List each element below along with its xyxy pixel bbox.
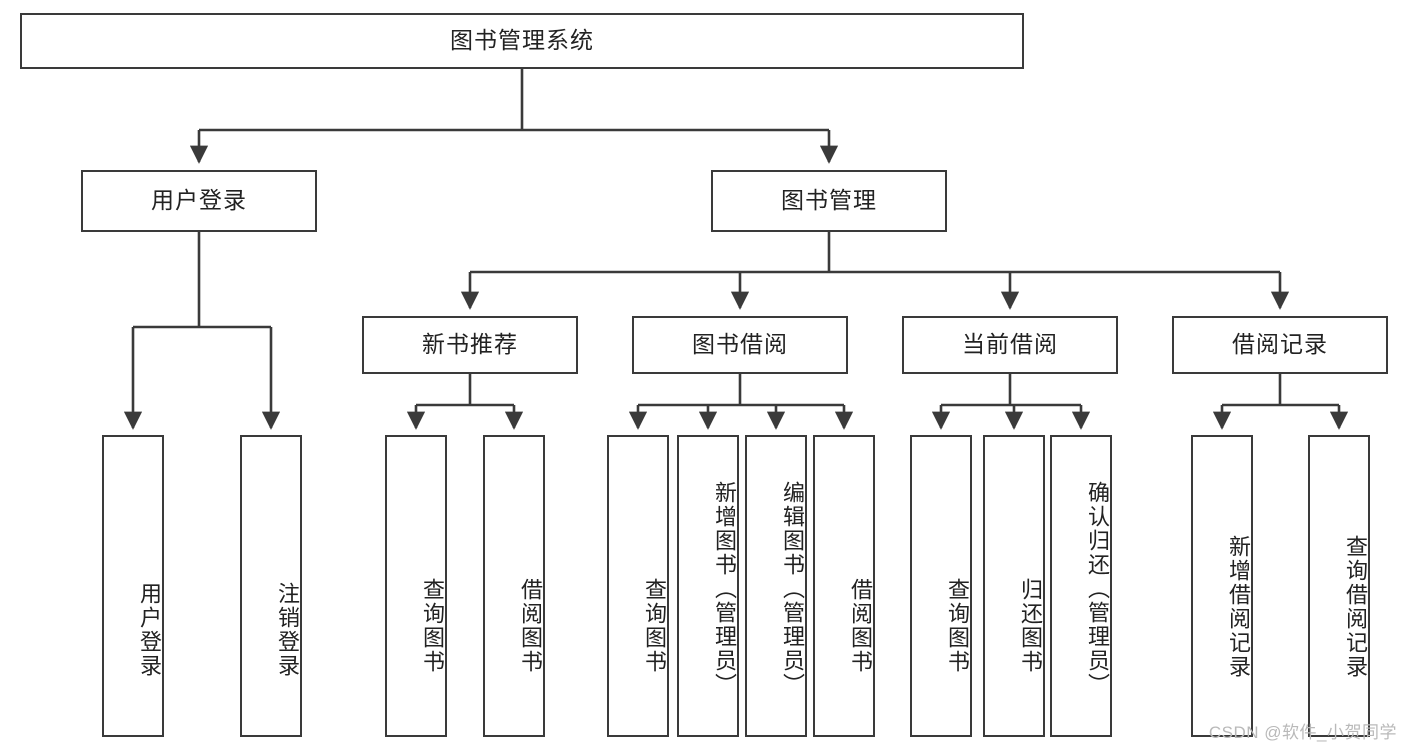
leaf-add-borrow-record-label: 新增借阅记录 xyxy=(1226,535,1251,679)
leaf-add-book-label: 新增图书（管理员） xyxy=(712,481,737,697)
leaf-borrow-book-new-label: 借阅图书 xyxy=(518,578,543,674)
leaf-return-book-label: 归还图书 xyxy=(1018,578,1043,674)
node-current-borrow[interactable]: 当前借阅 xyxy=(902,316,1118,374)
leaf-return-book[interactable]: 归还图书 xyxy=(983,435,1045,737)
node-new-book-recommend-label: 新书推荐 xyxy=(422,331,518,358)
node-book-manage[interactable]: 图书管理 xyxy=(711,170,947,232)
node-root[interactable]: 图书管理系统 xyxy=(20,13,1024,69)
leaf-logout-label: 注销登录 xyxy=(275,582,300,678)
leaf-logout[interactable]: 注销登录 xyxy=(240,435,302,737)
leaf-confirm-return-label: 确认归还（管理员） xyxy=(1085,481,1110,697)
node-book-borrow-label: 图书借阅 xyxy=(692,331,788,358)
node-current-borrow-label: 当前借阅 xyxy=(962,331,1058,358)
leaf-add-borrow-record[interactable]: 新增借阅记录 xyxy=(1191,435,1253,737)
leaf-query-book-new-label: 查询图书 xyxy=(420,578,445,674)
leaf-query-borrow-record-label: 查询借阅记录 xyxy=(1343,535,1368,679)
node-user-login-label: 用户登录 xyxy=(151,187,247,214)
node-root-label: 图书管理系统 xyxy=(450,27,594,54)
node-borrow-record[interactable]: 借阅记录 xyxy=(1172,316,1388,374)
leaf-query-book-current-label: 查询图书 xyxy=(945,578,970,674)
node-user-login[interactable]: 用户登录 xyxy=(81,170,317,232)
leaf-add-book[interactable]: 新增图书（管理员） xyxy=(677,435,739,737)
leaf-confirm-return[interactable]: 确认归还（管理员） xyxy=(1050,435,1112,737)
leaf-edit-book-label: 编辑图书（管理员） xyxy=(780,481,805,697)
leaf-query-book-current[interactable]: 查询图书 xyxy=(910,435,972,737)
node-book-borrow[interactable]: 图书借阅 xyxy=(632,316,848,374)
leaf-user-login[interactable]: 用户登录 xyxy=(102,435,164,737)
leaf-borrow-book[interactable]: 借阅图书 xyxy=(813,435,875,737)
watermark: CSDN @软件_小贺同学 xyxy=(1208,723,1397,742)
leaf-borrow-book-label: 借阅图书 xyxy=(848,578,873,674)
leaf-edit-book[interactable]: 编辑图书（管理员） xyxy=(745,435,807,737)
leaf-query-book-borrow[interactable]: 查询图书 xyxy=(607,435,669,737)
node-borrow-record-label: 借阅记录 xyxy=(1232,331,1328,358)
leaf-borrow-book-new[interactable]: 借阅图书 xyxy=(483,435,545,737)
leaf-query-book-borrow-label: 查询图书 xyxy=(642,578,667,674)
node-new-book-recommend[interactable]: 新书推荐 xyxy=(362,316,578,374)
leaf-query-borrow-record[interactable]: 查询借阅记录 xyxy=(1308,435,1370,737)
leaf-user-login-label: 用户登录 xyxy=(137,582,162,678)
leaf-query-book-new[interactable]: 查询图书 xyxy=(385,435,447,737)
node-book-manage-label: 图书管理 xyxy=(781,187,877,214)
